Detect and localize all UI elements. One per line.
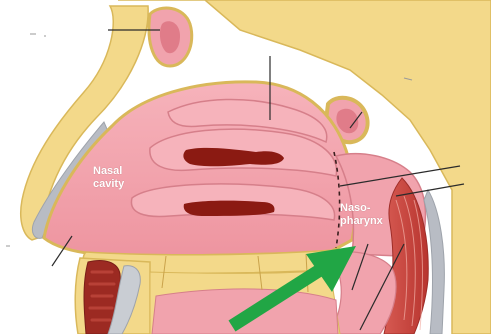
redaction-mark-lower	[184, 201, 275, 216]
nasal-cavity-label: Nasal cavity	[93, 165, 124, 191]
nasopharynx-label: Naso- pharynx	[340, 202, 383, 228]
